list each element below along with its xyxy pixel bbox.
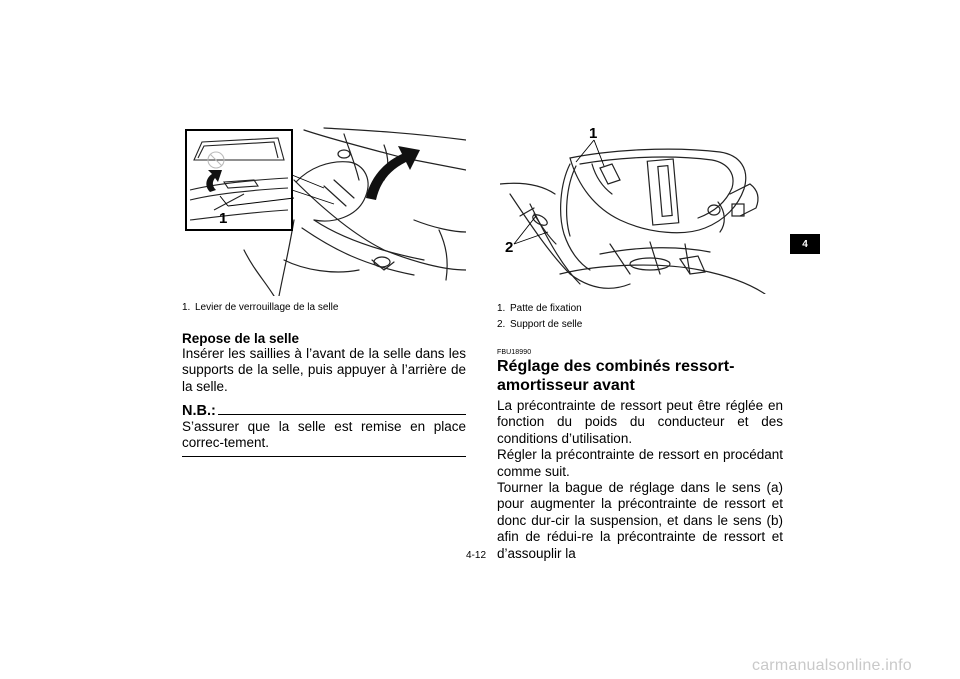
figure-caption-right: 1.Patte de fixation 2.Support de selle: [497, 301, 787, 332]
figure-callout-2: 2: [505, 239, 514, 256]
figure-callout-1: 1: [589, 125, 598, 142]
seat-lock-lever-illustration: [185, 127, 466, 296]
section-heading-line-1: Réglage des combinés ressort-: [497, 358, 735, 375]
reference-code: FBU18990: [497, 349, 532, 356]
section-title: Repose de la selle: [182, 331, 300, 346]
note-label: N.B.:: [182, 403, 216, 419]
figure-callout-1: 1: [219, 210, 228, 227]
watermark: carmanualsonline.info: [752, 657, 912, 674]
page-number: 4-12: [466, 550, 487, 561]
paragraph: Tourner la bague de réglage dans le sens…: [497, 480, 783, 561]
figure-caption-left: 1.Levier de verrouillage de la selle: [182, 300, 472, 315]
caption-item: 1.Levier de verrouillage de la selle: [182, 302, 339, 313]
caption-item: 2.Support de selle: [497, 319, 583, 330]
section-heading-line-2: amortisseur avant: [497, 377, 635, 394]
note-top-rule: [218, 414, 466, 415]
paragraph: Régler la précontrainte de ressort en pr…: [497, 447, 783, 479]
note-bottom-rule: [182, 456, 466, 457]
caption-item: 1.Patte de fixation: [497, 303, 582, 314]
right-paragraphs: La précontrainte de ressort peut être ré…: [497, 398, 783, 562]
section-paragraph: Insérer les saillies à l’avant de la sel…: [182, 346, 466, 394]
paragraph: La précontrainte de ressort peut être ré…: [497, 398, 783, 446]
chapter-tab: 4: [790, 234, 820, 254]
seat-bracket-illustration: [500, 139, 766, 294]
note-text: S’assurer que la selle est remise en pla…: [182, 419, 466, 451]
